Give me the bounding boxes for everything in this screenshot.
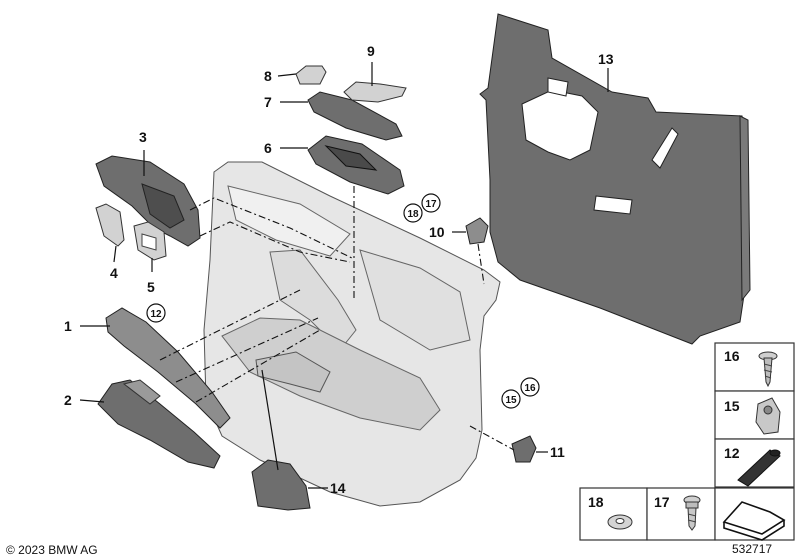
legend-label-17: 17 <box>654 494 670 510</box>
part-3-handle-trim[interactable] <box>95 155 201 247</box>
door-trim-panel <box>203 161 501 507</box>
small-parts-legend: 16 15 12 18 17 <box>579 342 795 541</box>
clip-nut-15-icon <box>755 397 781 435</box>
legend-label-16: 16 <box>724 348 740 364</box>
washer-18-icon <box>607 514 633 530</box>
screw-17-icon <box>683 495 701 531</box>
label-part-10: 10 <box>429 224 445 240</box>
label-part-2: 2 <box>64 392 72 408</box>
part-8-cap[interactable] <box>295 65 327 85</box>
label-part-9: 9 <box>367 43 375 59</box>
part-11-cap[interactable] <box>511 435 537 463</box>
circle-15 <box>501 389 521 409</box>
part-5-bracket[interactable] <box>133 221 167 261</box>
circled-references: 12 18 17 15 16 <box>146 193 540 409</box>
part-10-clip[interactable] <box>465 217 489 245</box>
label-part-3: 3 <box>139 129 147 145</box>
legend-box-17[interactable] <box>646 487 716 541</box>
label-part-7: 7 <box>264 94 272 110</box>
circled-label-12: 12 <box>150 309 162 320</box>
screw-16-icon <box>758 351 778 388</box>
label-part-11: 11 <box>550 444 565 460</box>
label-part-4: 4 <box>110 265 118 281</box>
circle-17 <box>421 193 441 213</box>
label-part-13: 13 <box>598 51 614 67</box>
cutaway-symbol-icon <box>722 501 786 541</box>
label-part-1: 1 <box>64 318 72 334</box>
legend-label-12: 12 <box>724 445 740 461</box>
label-part-8: 8 <box>264 68 272 84</box>
part-4-cover[interactable] <box>95 203 125 247</box>
circled-label-15: 15 <box>505 395 517 406</box>
legend-label-18: 18 <box>588 494 604 510</box>
part-14-speaker-cover[interactable] <box>251 459 311 511</box>
label-part-6: 6 <box>264 140 272 156</box>
legend-box-15[interactable] <box>714 390 795 440</box>
circled-label-16: 16 <box>524 383 536 394</box>
label-part-14: 14 <box>330 480 346 496</box>
part-9-cover-strip[interactable] <box>343 81 407 103</box>
legend-box-18[interactable] <box>579 487 648 541</box>
circled-label-17: 17 <box>425 199 437 210</box>
legend-label-15: 15 <box>724 398 740 414</box>
part-2-lower-trim[interactable] <box>97 379 221 469</box>
part-6-switch-panel[interactable] <box>307 135 405 195</box>
circle-18 <box>403 203 423 223</box>
circle-12 <box>146 303 166 323</box>
copyright-text: © 2023 BMW AG <box>6 543 98 557</box>
assembly-lines <box>159 186 515 451</box>
part-13-insulation-panel[interactable] <box>479 13 751 345</box>
leader-lines <box>79 62 609 489</box>
label-part-5: 5 <box>147 279 155 295</box>
circle-16 <box>520 377 540 397</box>
part-7-switch-trim[interactable] <box>307 91 403 141</box>
part-number-labels: 3 4 5 1 2 6 7 8 9 13 10 11 14 <box>64 43 614 496</box>
diagram-number: 532717 <box>732 542 772 556</box>
circled-label-18: 18 <box>407 209 419 220</box>
foam-strip-12-icon <box>737 449 781 487</box>
part-1-trim-strip[interactable] <box>105 307 231 429</box>
